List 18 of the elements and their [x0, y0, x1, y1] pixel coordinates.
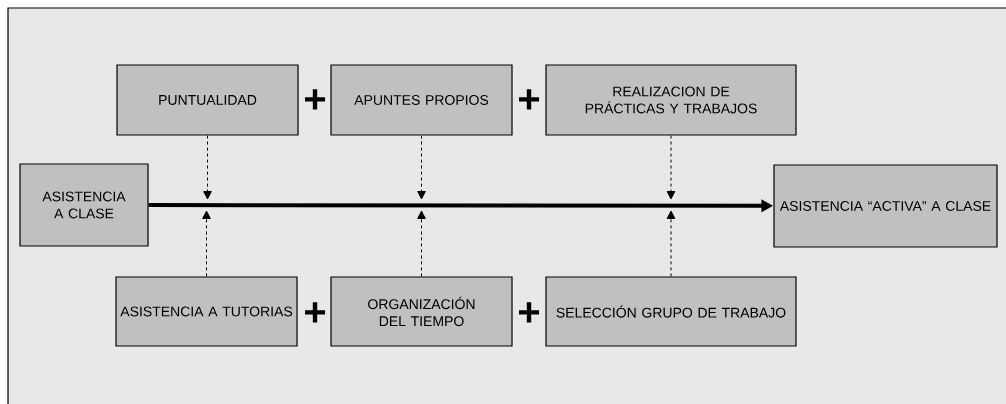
arrow: [417, 210, 426, 277]
plus-sign: +: [305, 89, 326, 110]
arrow: [666, 135, 676, 200]
process-box: APUNTES PROPIOS: [330, 64, 513, 136]
arrow: [202, 210, 211, 277]
arrow: [417, 135, 426, 200]
arrow: [666, 210, 676, 277]
process-box: REALIZACION DE PRÁCTICAS Y TRABAJOS: [545, 64, 797, 136]
process-box: ORGANIZACIÓN DEL TIEMPO: [330, 276, 513, 347]
process-box: ASISTENCIA “ACTIVA” A CLASE: [773, 164, 998, 248]
process-box: ASISTENCIA A CLASE: [19, 163, 149, 247]
plus-sign: +: [519, 302, 540, 323]
process-box: SELECCIÓN GRUPO DE TRABAJO: [545, 276, 797, 347]
plus-sign: +: [305, 302, 326, 323]
process-box: PUNTUALIDAD: [116, 64, 299, 136]
arrow: [203, 135, 212, 200]
plus-sign: +: [519, 89, 540, 110]
process-box: ASISTENCIA A TUTORIAS: [115, 276, 298, 347]
